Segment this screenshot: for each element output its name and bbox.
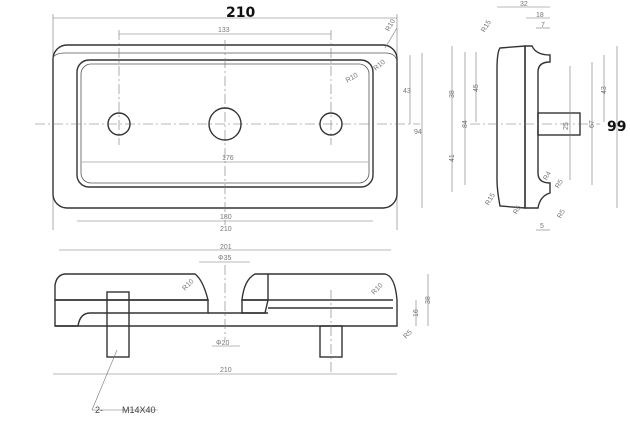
dim-text: 180 (220, 214, 232, 221)
bolt-left (106, 291, 130, 358)
dim-text: 84 (462, 120, 469, 128)
radius-label: R4 (542, 170, 553, 181)
radius-label: R15 (480, 19, 493, 34)
front-section: 201 Φ35 Φ20 R10 R10 38 16 R5 210 2- M14X… (53, 244, 432, 415)
dim-text: 41 (449, 154, 456, 162)
dim-text: 38 (425, 296, 432, 304)
dim-text: 38 (449, 90, 456, 98)
radius-label: R10 (181, 278, 195, 292)
dim-text: 32 (520, 1, 528, 8)
dim-text: 45 (473, 84, 480, 92)
dim-text: 176 (222, 155, 234, 162)
steel-left (54, 299, 209, 327)
dim-text: 201 (220, 244, 232, 251)
dim-text: 133 (218, 27, 230, 34)
side-view: 32 18 7 R15 38 41 84 45 43 67 25 99 R15 … (449, 1, 626, 231)
height-label: 99 (607, 119, 626, 135)
radius-label: R15 (484, 192, 497, 207)
center-hole (208, 107, 242, 141)
dim-text: 43 (601, 86, 608, 94)
rubber-left (54, 273, 209, 301)
radius-label: R10 (370, 282, 384, 296)
radius-label: R5 (554, 178, 565, 189)
dim-text: 94 (414, 129, 422, 136)
dim-text: 210 (220, 226, 232, 233)
bolt-qty: 2- (95, 405, 103, 415)
bolt-hole-left (107, 112, 131, 136)
callout-leader (91, 349, 158, 411)
dim-text: 67 (589, 120, 596, 128)
dim-text: 25 (563, 122, 570, 130)
steel-mid (241, 299, 269, 314)
top-view: 210 133 176 180 210 R10 R10 R10 43 94 (35, 5, 423, 233)
dim-text: Φ20 (216, 340, 229, 347)
steel-section (524, 45, 551, 209)
radius-label: R5 (512, 204, 523, 215)
radius-label: R10 (345, 72, 360, 85)
radius-label: R5 (402, 329, 413, 340)
bolt-hole-right (319, 112, 343, 136)
dim-text: 210 (220, 367, 232, 374)
radius-label: R5 (556, 208, 567, 219)
dim-text: Φ35 (218, 255, 231, 262)
dim-text: 43 (403, 88, 411, 95)
rubber-mid (241, 273, 269, 301)
radius-label: R10 (373, 59, 387, 73)
leader (384, 27, 398, 49)
dim-text: 16 (413, 309, 420, 317)
overall-width-label: 210 (226, 5, 255, 21)
dim-text: 18 (536, 12, 544, 19)
bolt-callout: M14X40 (122, 405, 156, 415)
outline-right (55, 273, 398, 327)
dim-text: 7 (541, 22, 545, 29)
dim-text: 5 (540, 223, 544, 230)
rubber-section (496, 45, 526, 209)
